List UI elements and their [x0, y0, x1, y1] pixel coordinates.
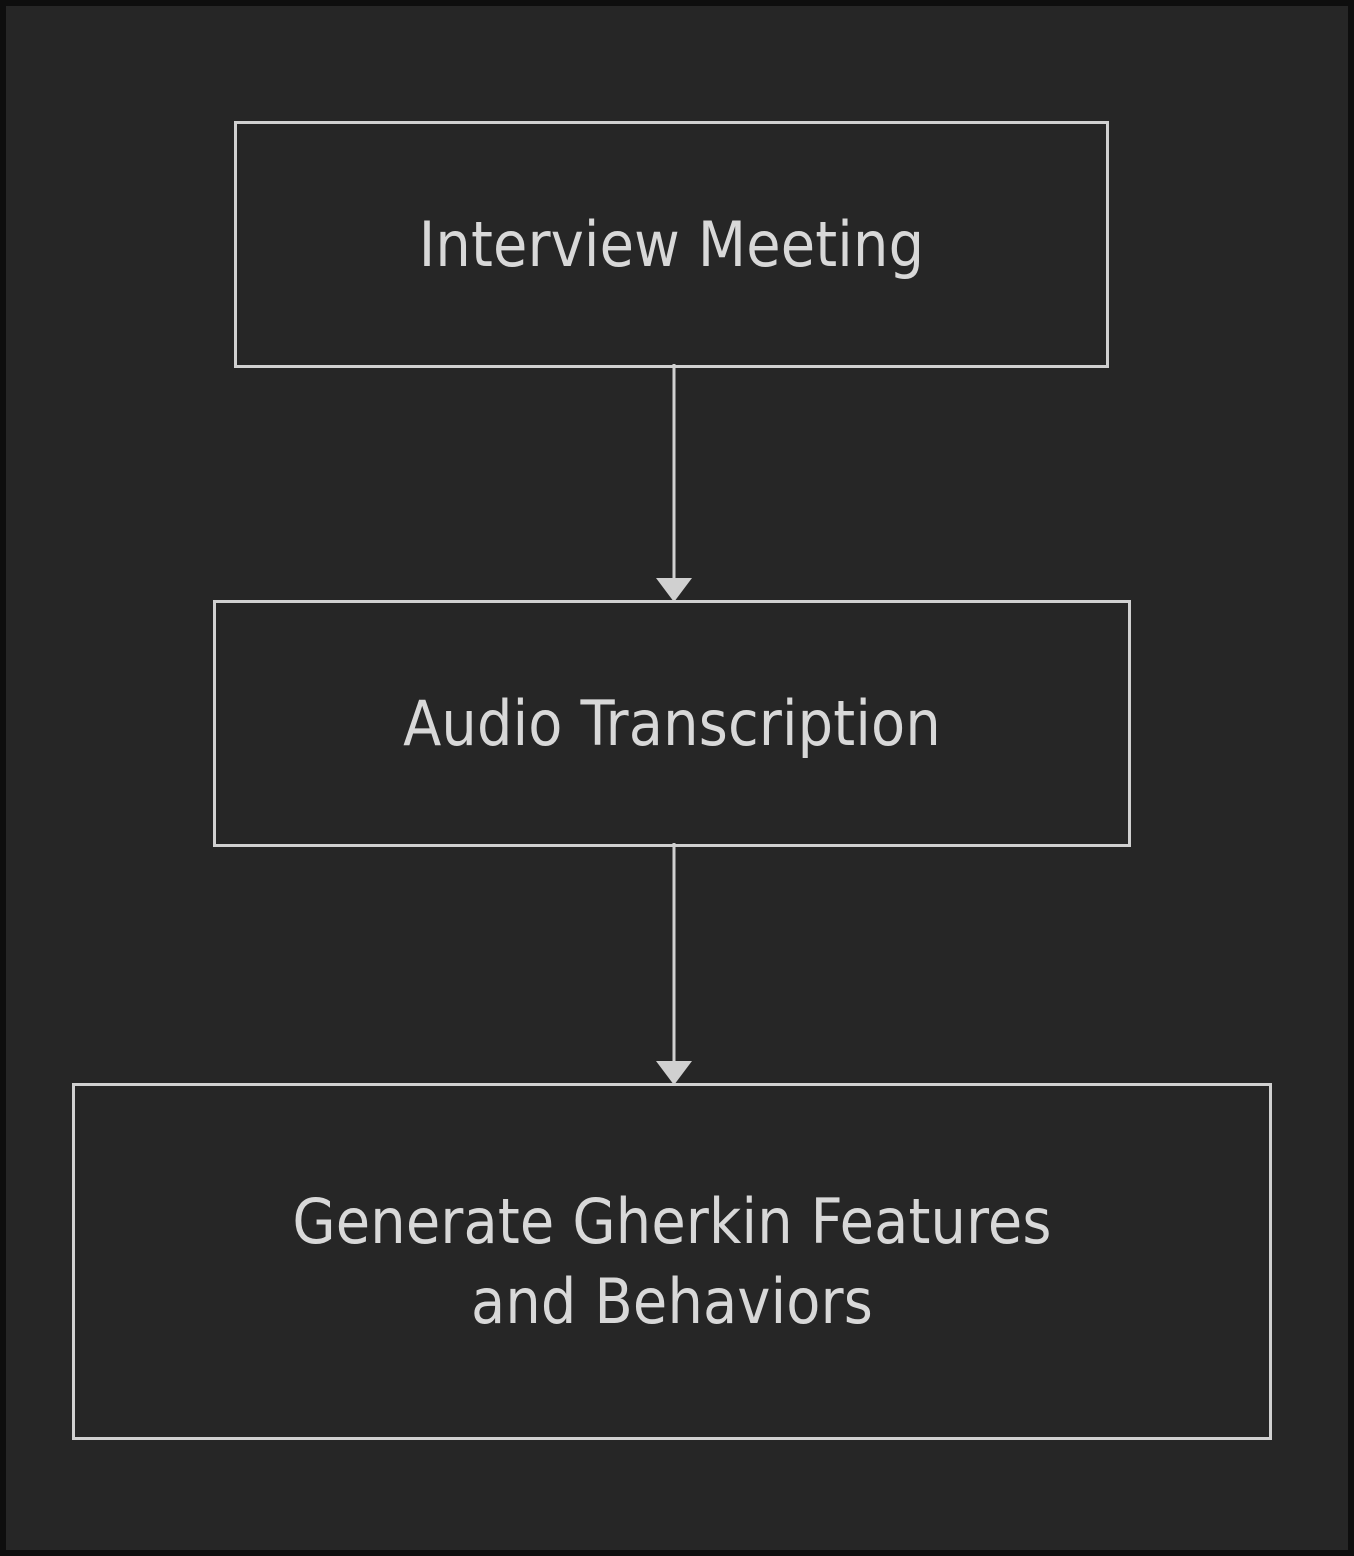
edge-2-arrowhead-icon [656, 1061, 692, 1085]
edge-interview-meeting-to-audio-transcription [656, 364, 692, 602]
node-audio-transcription[interactable]: Audio Transcription [213, 600, 1131, 847]
edge-1-arrowhead-icon [656, 578, 692, 602]
node-interview-meeting-label: Interview Meeting [418, 207, 925, 281]
node-audio-transcription-label: Audio Transcription [403, 686, 941, 760]
node-interview-meeting[interactable]: Interview Meeting [234, 121, 1109, 368]
node-generate-gherkin-label: Generate Gherkin Features and Behaviors [292, 1185, 1052, 1338]
node-generate-gherkin[interactable]: Generate Gherkin Features and Behaviors [72, 1083, 1272, 1440]
edge-audio-transcription-to-generate-gherkin [656, 843, 692, 1085]
